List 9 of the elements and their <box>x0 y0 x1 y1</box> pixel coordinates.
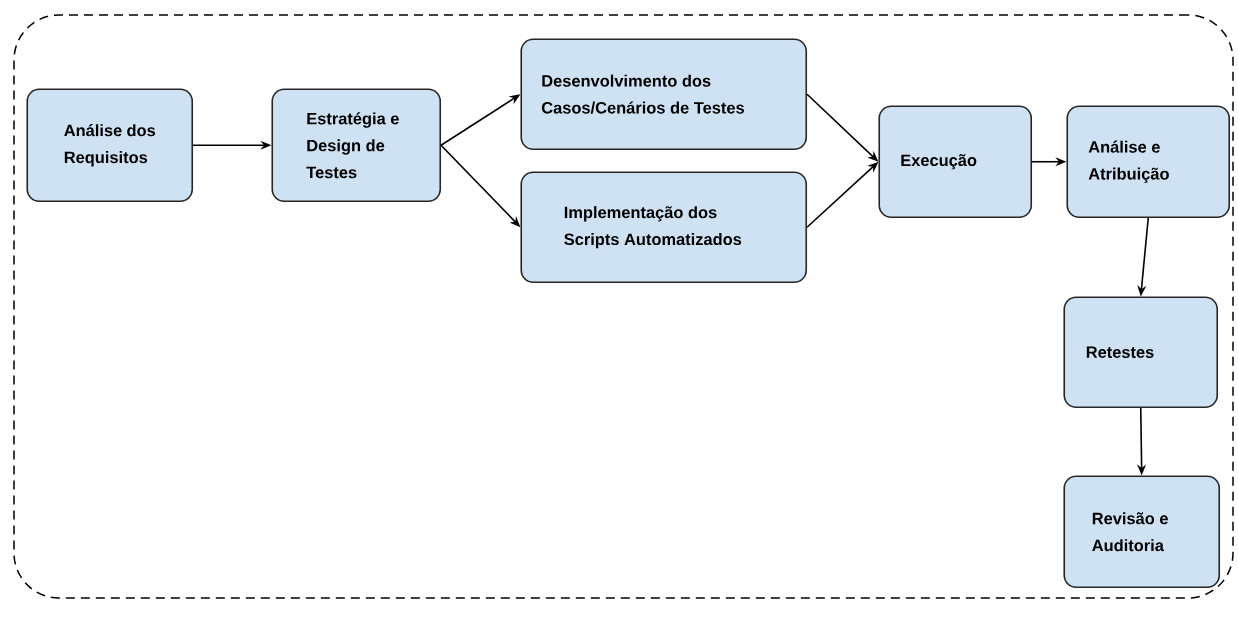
process-box: Retestes <box>1063 296 1219 409</box>
process-box: Implementação dos Scripts Automatizados <box>520 171 808 284</box>
process-box: Execução <box>878 105 1033 219</box>
process-box: Análise e Atribuição <box>1066 105 1231 219</box>
process-box: Revisão e Auditoria <box>1063 475 1221 589</box>
dashed-frame <box>13 14 1234 599</box>
process-box: Estratégia e Design de Testes <box>271 88 442 203</box>
process-box: Desenvolvimento dos Casos/Cenários de Testes <box>520 38 808 151</box>
process-box: Análise dos Requisitos <box>26 88 194 203</box>
